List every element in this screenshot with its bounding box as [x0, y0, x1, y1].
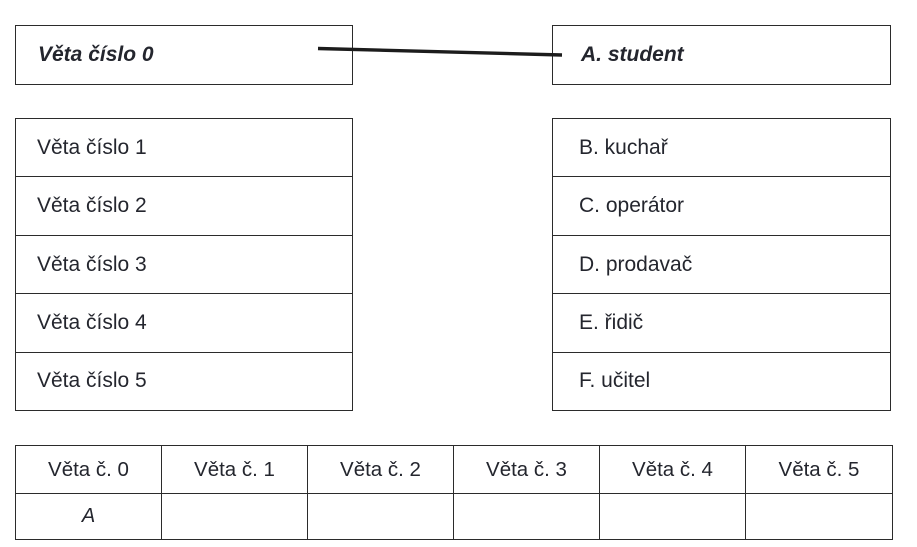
- answer-table-header-4: Věta č. 4: [600, 446, 746, 494]
- answer-row-c[interactable]: C. operátor: [553, 176, 890, 234]
- example-answer-label: A. student: [581, 43, 684, 66]
- answer-cell-1[interactable]: [162, 494, 308, 539]
- answer-cell-5[interactable]: [746, 494, 892, 539]
- prompt-row-4[interactable]: Věta číslo 4: [16, 293, 352, 351]
- prompt-label: Věta číslo 3: [37, 252, 147, 276]
- prompt-row-1[interactable]: Věta číslo 1: [16, 119, 352, 176]
- answer-cell-2[interactable]: [308, 494, 454, 539]
- answer-row-d[interactable]: D. prodavač: [553, 234, 890, 293]
- answer-table-header-3: Věta č. 3: [454, 446, 600, 494]
- prompt-row-5[interactable]: Věta číslo 5: [16, 351, 352, 410]
- prompt-row-2[interactable]: Věta číslo 2: [16, 176, 352, 234]
- prompt-label: Věta číslo 2: [37, 194, 147, 218]
- answer-label: B. kuchař: [579, 135, 668, 159]
- answer-cell-0[interactable]: A: [16, 494, 162, 539]
- example-answer-box[interactable]: A. student: [552, 25, 891, 85]
- answer-list: B. kuchař C. operátor D. prodavač E. řid…: [552, 118, 891, 411]
- answer-cell-3[interactable]: [454, 494, 600, 539]
- answer-row-e[interactable]: E. řidič: [553, 293, 890, 351]
- answer-table: Věta č. 0 Věta č. 1 Věta č. 2 Věta č. 3 …: [15, 445, 893, 540]
- answer-table-header-5: Věta č. 5: [746, 446, 892, 494]
- answer-label: D. prodavač: [579, 252, 693, 276]
- example-prompt-box[interactable]: Věta číslo 0: [15, 25, 353, 85]
- answer-cell-4[interactable]: [600, 494, 746, 539]
- answer-table-header-2: Věta č. 2: [308, 446, 454, 494]
- prompt-label: Věta číslo 1: [37, 135, 147, 159]
- prompt-row-3[interactable]: Věta číslo 3: [16, 234, 352, 293]
- answer-table-header-0: Věta č. 0: [16, 446, 162, 494]
- prompt-label: Věta číslo 5: [37, 369, 147, 393]
- prompt-list: Věta číslo 1 Věta číslo 2 Věta číslo 3 V…: [15, 118, 353, 411]
- answer-row-b[interactable]: B. kuchař: [553, 119, 890, 176]
- example-prompt-label: Věta číslo 0: [38, 43, 154, 66]
- answer-row-f[interactable]: F. učitel: [553, 351, 890, 410]
- answer-label: E. řidič: [579, 310, 644, 334]
- answer-label: F. učitel: [579, 369, 651, 393]
- prompt-label: Věta číslo 4: [37, 310, 147, 334]
- answer-table-header-1: Věta č. 1: [162, 446, 308, 494]
- answer-label: C. operátor: [579, 194, 685, 218]
